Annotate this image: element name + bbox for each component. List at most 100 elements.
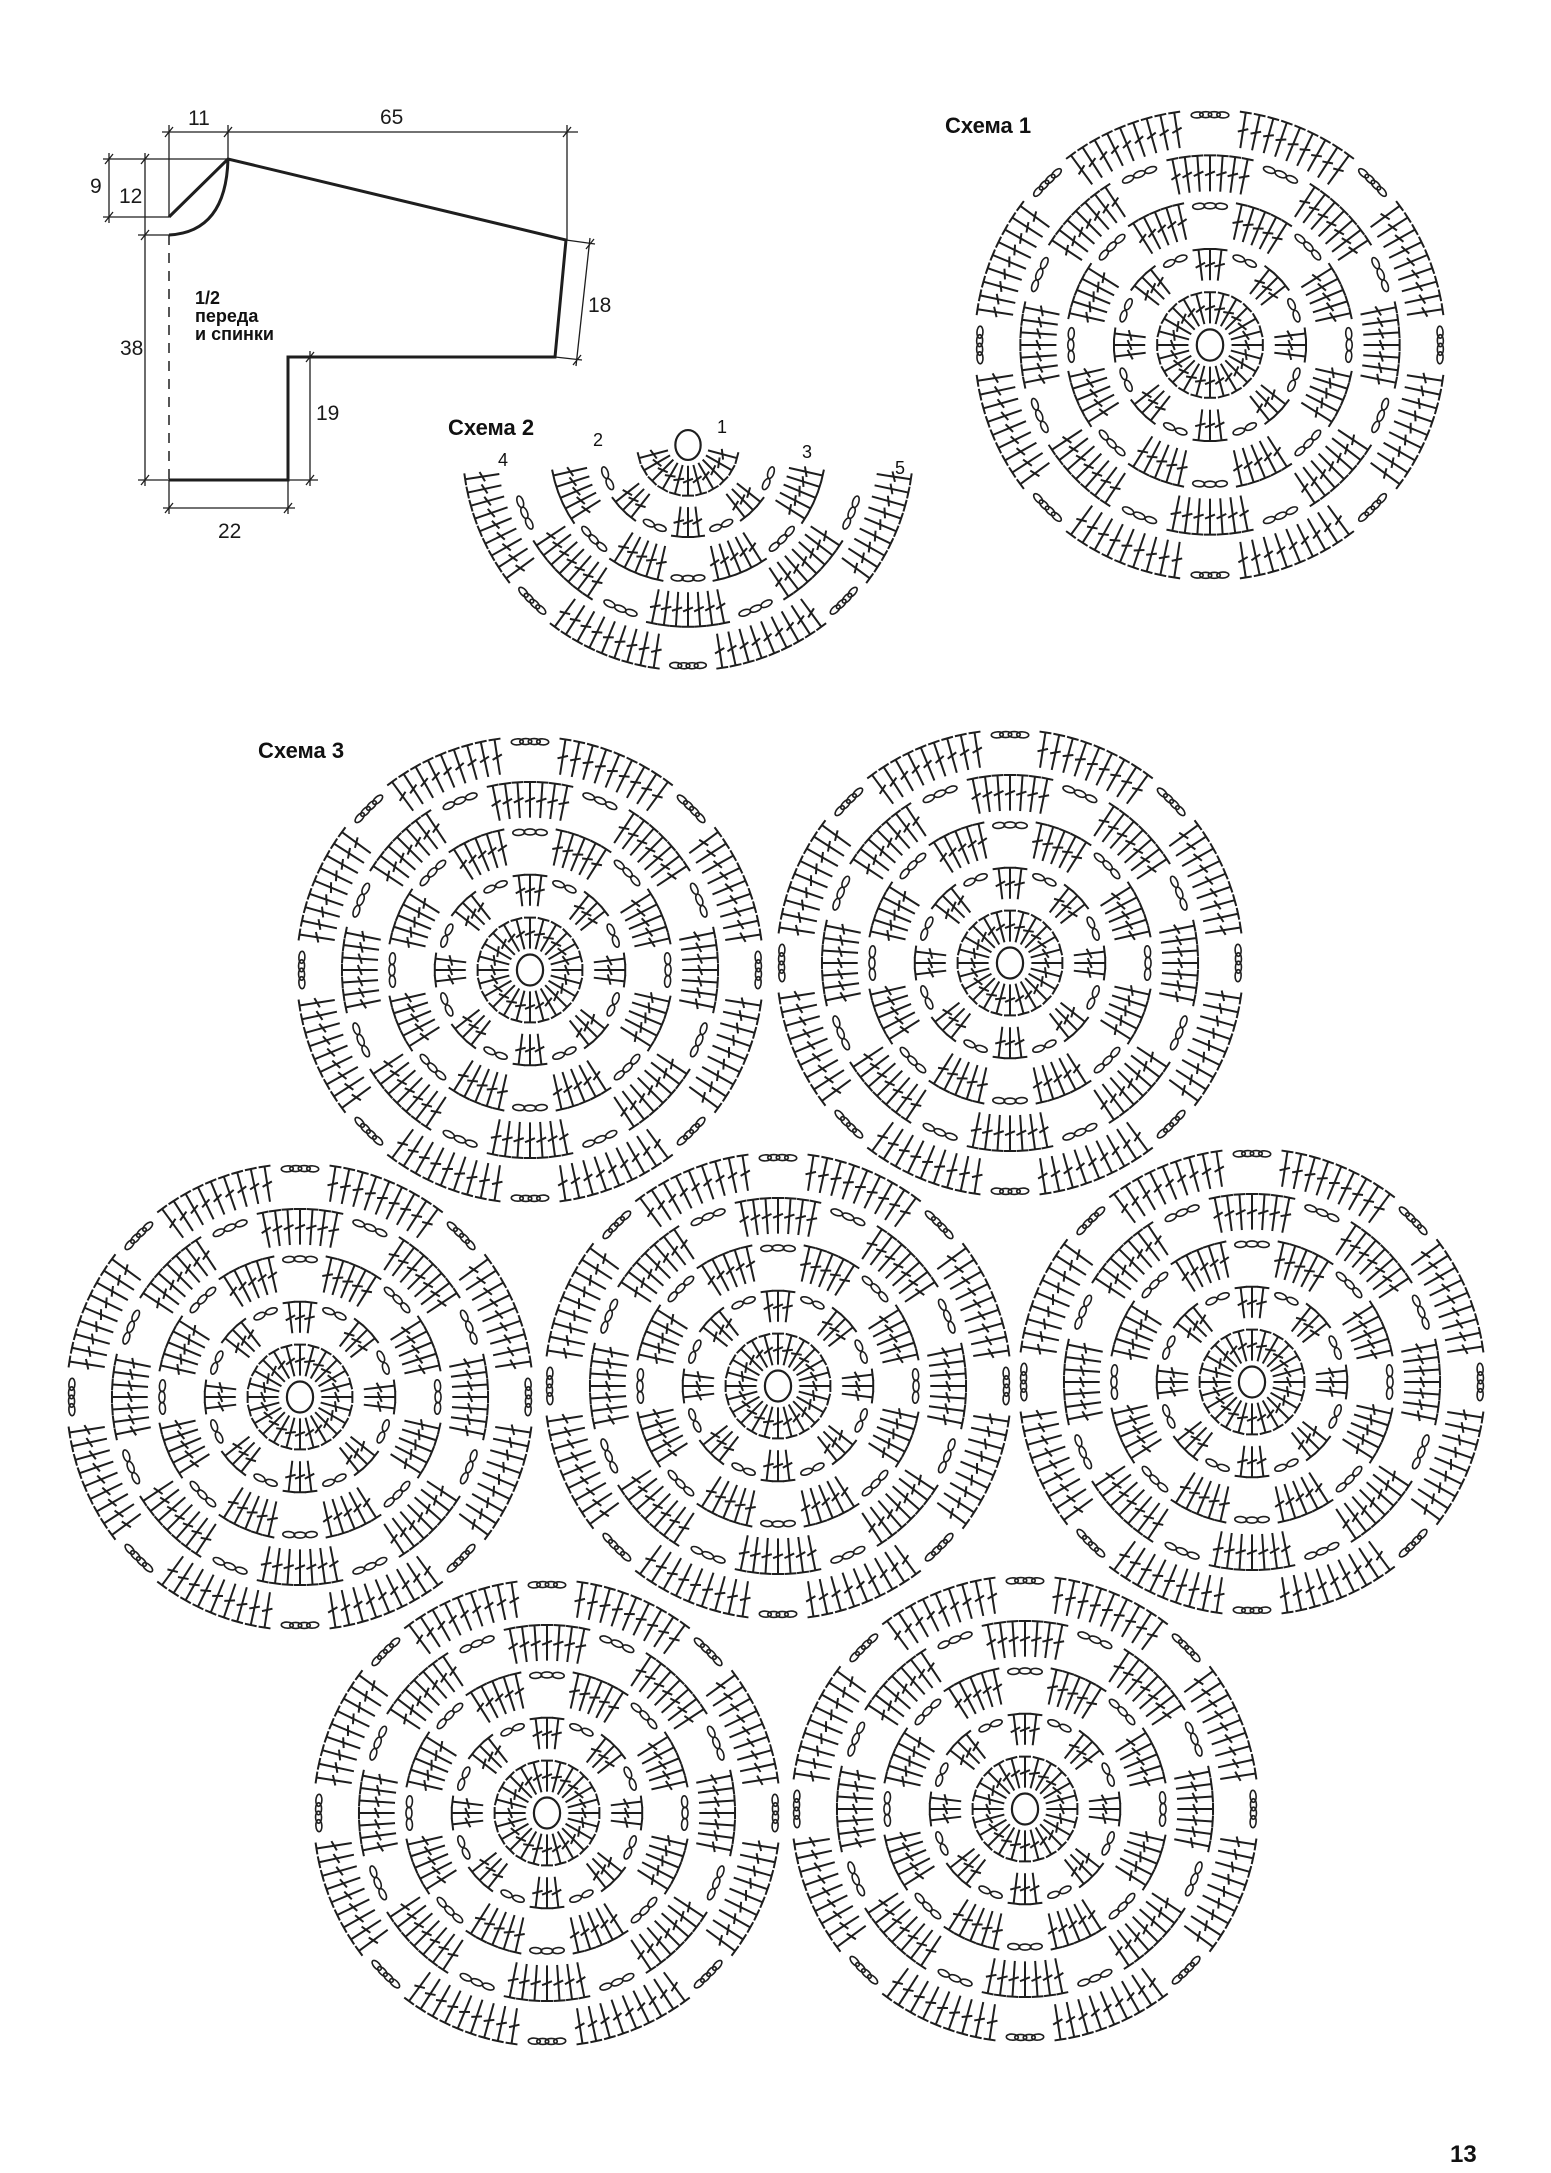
double-crochet-stitch bbox=[811, 1701, 848, 1724]
double-crochet-stitch bbox=[707, 862, 744, 885]
chain-stitch bbox=[544, 1580, 559, 1589]
double-crochet-stitch bbox=[792, 1344, 820, 1372]
double-crochet-stitch bbox=[879, 891, 916, 915]
double-crochet-stitch bbox=[158, 1419, 196, 1435]
double-crochet-stitch bbox=[917, 1986, 940, 2023]
chain-stitch bbox=[535, 738, 550, 746]
chain-stitch bbox=[1098, 249, 1110, 261]
double-crochet-stitch bbox=[1114, 124, 1135, 162]
double-crochet-stitch bbox=[646, 777, 674, 812]
double-crochet-stitch bbox=[314, 1411, 342, 1439]
double-crochet-stitch bbox=[941, 1152, 958, 1191]
double-crochet-stitch bbox=[341, 976, 379, 989]
double-crochet-stitch bbox=[1136, 1046, 1171, 1073]
chain-stitch bbox=[1003, 1097, 1017, 1105]
double-crochet-stitch bbox=[817, 1155, 834, 1194]
double-crochet-stitch bbox=[658, 1506, 687, 1540]
double-crochet-stitch bbox=[891, 1257, 925, 1287]
double-crochet-stitch bbox=[458, 1513, 493, 1541]
chain-stitch bbox=[870, 1478, 882, 1490]
double-crochet-stitch bbox=[1123, 1495, 1153, 1529]
double-crochet-stitch bbox=[817, 819, 852, 847]
chain-stitch bbox=[976, 351, 984, 365]
double-crochet-stitch bbox=[76, 1460, 114, 1480]
double-crochet-stitch bbox=[322, 1066, 359, 1091]
chain-stitch bbox=[682, 1129, 695, 1141]
double-crochet-stitch bbox=[981, 1622, 997, 1660]
double-crochet-stitch bbox=[1214, 365, 1230, 399]
double-crochet-stitch bbox=[1335, 1508, 1362, 1543]
chain-stitch bbox=[1207, 571, 1222, 580]
double-crochet-stitch bbox=[1151, 1699, 1186, 1726]
chain-stitch bbox=[622, 1062, 634, 1074]
double-crochet-stitch bbox=[107, 1253, 142, 1281]
double-crochet-stitch bbox=[877, 1499, 907, 1533]
double-crochet-stitch bbox=[1129, 384, 1160, 410]
double-crochet-stitch bbox=[1136, 853, 1171, 880]
double-crochet-stitch bbox=[856, 843, 890, 872]
chain-stitch bbox=[792, 1806, 801, 1821]
double-crochet-stitch bbox=[949, 1265, 986, 1290]
chain-stitch bbox=[1232, 254, 1246, 263]
chain-stitch bbox=[378, 1725, 388, 1739]
double-crochet-stitch bbox=[878, 1128, 904, 1164]
double-crochet-stitch bbox=[1258, 440, 1282, 477]
double-crochet-stitch bbox=[515, 1831, 538, 1863]
row-number-1: 1 bbox=[717, 417, 727, 437]
double-crochet-stitch bbox=[1359, 1489, 1390, 1520]
double-crochet-stitch bbox=[879, 1336, 917, 1355]
chain-stitch bbox=[546, 1391, 554, 1406]
double-crochet-stitch bbox=[956, 967, 990, 983]
double-crochet-stitch bbox=[1363, 339, 1401, 351]
double-crochet-stitch bbox=[841, 1368, 875, 1382]
double-crochet-stitch bbox=[192, 1183, 215, 1220]
double-crochet-stitch bbox=[1383, 441, 1419, 467]
double-crochet-stitch bbox=[1178, 155, 1193, 193]
double-crochet-stitch bbox=[465, 1503, 501, 1529]
double-crochet-stitch bbox=[1315, 307, 1353, 323]
chain-stitch bbox=[1003, 821, 1017, 829]
double-crochet-stitch bbox=[889, 1849, 927, 1870]
double-crochet-stitch bbox=[305, 1208, 319, 1246]
chain-stitch bbox=[1002, 1391, 1010, 1406]
double-crochet-stitch bbox=[1006, 1620, 1019, 1658]
double-crochet-stitch bbox=[927, 1149, 947, 1187]
chain-stitch bbox=[214, 1350, 224, 1363]
chain-stitch bbox=[1190, 571, 1204, 579]
double-crochet-stitch bbox=[634, 1544, 662, 1579]
double-crochet-stitch bbox=[1053, 1958, 1069, 1996]
chain-stitch bbox=[1106, 241, 1118, 253]
double-crochet-stitch bbox=[497, 1822, 529, 1845]
double-crochet-stitch bbox=[706, 1255, 730, 1292]
double-crochet-stitch bbox=[1192, 409, 1206, 443]
chain-stitch bbox=[223, 1223, 237, 1233]
double-crochet-stitch bbox=[937, 1007, 966, 1036]
double-crochet-stitch bbox=[337, 1086, 372, 1114]
chain-stitch bbox=[1119, 367, 1128, 381]
chain-stitch bbox=[1091, 927, 1101, 941]
double-crochet-stitch bbox=[1024, 977, 1052, 1005]
chain-stitch bbox=[1294, 445, 1306, 457]
double-crochet-stitch bbox=[578, 1674, 597, 1712]
double-crochet-stitch bbox=[1077, 1581, 1094, 1620]
chain-stitch bbox=[314, 1810, 323, 1825]
double-crochet-stitch bbox=[603, 1903, 629, 1938]
double-crochet-stitch bbox=[1181, 1059, 1218, 1084]
double-crochet-stitch bbox=[760, 1449, 774, 1483]
chain-stitch bbox=[527, 1581, 542, 1589]
chain-stitch bbox=[1166, 1335, 1176, 1348]
double-crochet-stitch bbox=[983, 1576, 998, 1614]
double-crochet-stitch bbox=[339, 1692, 376, 1717]
chain-stitch bbox=[524, 1377, 532, 1392]
chain-stitch bbox=[937, 1968, 951, 1978]
chain-stitch bbox=[452, 1556, 465, 1568]
double-crochet-stitch bbox=[72, 1328, 111, 1345]
chain-stitch bbox=[829, 604, 841, 615]
chain-stitch bbox=[868, 956, 876, 970]
double-crochet-stitch bbox=[742, 532, 768, 566]
chain-stitch bbox=[399, 1480, 411, 1493]
chain-stitch bbox=[280, 1165, 295, 1173]
double-crochet-stitch bbox=[1291, 1151, 1308, 1190]
chain-stitch bbox=[464, 1139, 478, 1148]
double-crochet-stitch bbox=[1192, 867, 1229, 889]
